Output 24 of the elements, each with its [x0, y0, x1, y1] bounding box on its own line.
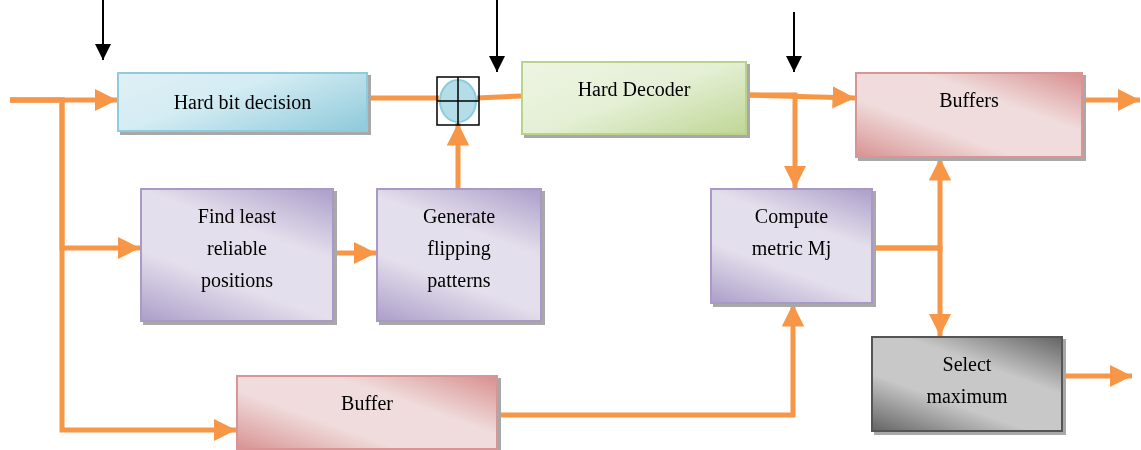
- arrow: [10, 97, 236, 442]
- process-box: [855, 72, 1083, 158]
- box-label: Find least reliable positions: [196, 204, 278, 294]
- process-box: [117, 72, 368, 132]
- process-box: [140, 188, 334, 322]
- process-box: [236, 375, 498, 450]
- box-label: Compute metric Mj: [750, 204, 833, 262]
- box-label: Buffer: [341, 391, 393, 416]
- process-box: [521, 61, 747, 135]
- process-box: [871, 336, 1063, 432]
- box-label: Generate flipping patterns: [421, 204, 497, 294]
- box-label: Select maximum: [925, 352, 1009, 409]
- arrow: [1063, 364, 1132, 388]
- box-label: Buffers: [939, 88, 999, 113]
- box-label: Hard bit decision: [173, 90, 312, 115]
- arrow: [498, 304, 805, 418]
- arrow: [873, 245, 952, 336]
- process-box: [710, 188, 873, 304]
- arrow: [446, 123, 470, 188]
- arrow: [747, 92, 807, 188]
- process-box: [376, 188, 542, 322]
- arrow: [1083, 88, 1140, 112]
- box-label: Hard Decoder: [577, 77, 691, 102]
- arrow: [334, 241, 376, 265]
